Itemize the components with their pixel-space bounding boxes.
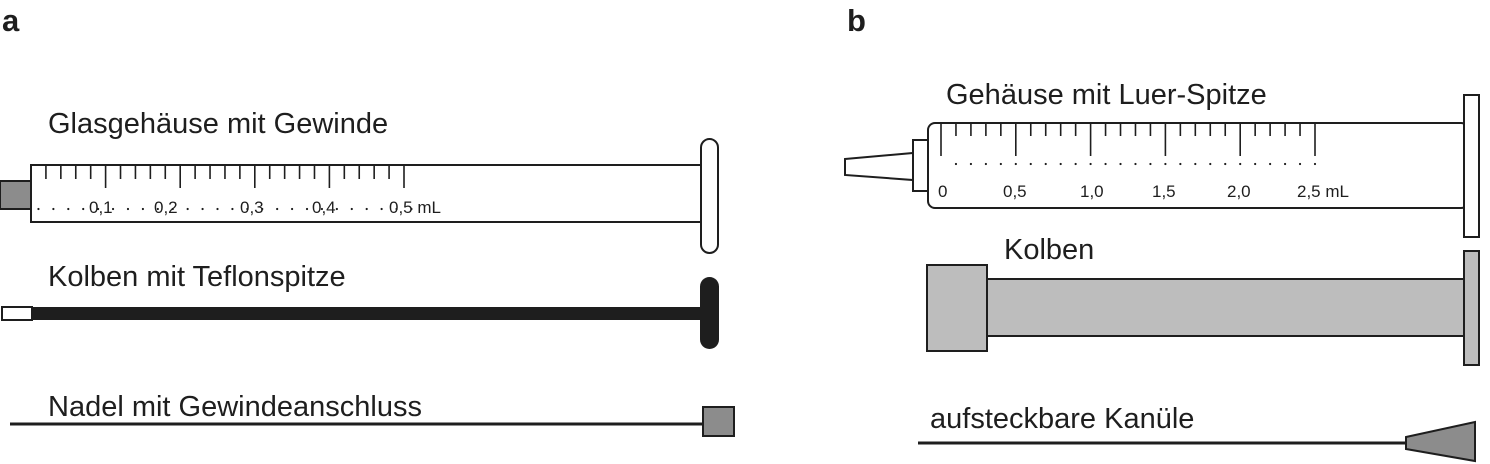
graduation-dots-a [37, 207, 413, 211]
guide-dot-a [350, 207, 353, 211]
luer-barrel-flange [1463, 94, 1480, 238]
guide-dot-a [171, 207, 174, 211]
guide-dot-a [365, 207, 368, 211]
scale-label-b-5: 2,5 mL [1297, 182, 1349, 201]
plunger-b-label: Kolben [1004, 234, 1094, 266]
threaded-needle-label: Nadel mit Gewindeanschluss [48, 391, 422, 423]
guide-dot-b [1029, 162, 1032, 166]
guide-dot-a [186, 207, 189, 211]
guide-dot-b [1239, 162, 1242, 166]
guide-dot-b [1254, 162, 1257, 166]
guide-dot-b [1298, 162, 1302, 166]
cannula-label: aufsteckbare Kanüle [930, 403, 1194, 435]
glass-barrel-label: Glasgehäuse mit Gewinde [48, 108, 388, 140]
guide-dot-a [126, 207, 130, 211]
scale-label-a-4: 0,4 [312, 198, 336, 217]
scale-label-b-1: 0,5 [1003, 182, 1027, 201]
scale-label-a-2: 0,2 [154, 198, 178, 217]
guide-dot-a [52, 207, 55, 211]
plunger-head [700, 277, 719, 349]
guide-dot-a [261, 207, 264, 211]
guide-dot-a [410, 207, 413, 211]
teflon-plunger-label: Kolben mit Teflonspitze [48, 261, 346, 293]
guide-dot-a [97, 207, 100, 211]
teflon-plunger [1, 277, 719, 349]
guide-dot-a [141, 207, 144, 211]
scale-label-b-2: 1,0 [1080, 182, 1104, 201]
guide-dot-b [999, 162, 1002, 166]
threaded-needle [10, 406, 735, 437]
glass-barrel-flange [700, 138, 719, 254]
thread-fitting [702, 406, 735, 437]
luer-hub [912, 139, 929, 192]
panel-b-letter: b [847, 3, 866, 38]
guide-dot-a [305, 207, 309, 211]
guide-dot-b [1313, 162, 1317, 166]
guide-dot-b [1059, 162, 1062, 166]
guide-dot-a [111, 207, 115, 211]
guide-dot-b [969, 162, 973, 166]
thread-connector [0, 180, 32, 210]
guide-dot-b [1074, 162, 1077, 166]
guide-dot-b [1209, 162, 1212, 166]
scale-label-a-1: 0,1 [89, 198, 113, 217]
scale-label-a-3: 0,3 [240, 198, 264, 217]
guide-dot-b [1089, 162, 1092, 166]
graduation-ticks-a [45, 166, 405, 188]
glass-barrel-body [30, 164, 706, 223]
guide-dot-b [1179, 162, 1182, 166]
cannula-hub [1405, 420, 1476, 463]
scale-label-b-3: 1,5 [1152, 182, 1176, 201]
scale-label-a-5: 0,5 mL [389, 198, 441, 217]
plunger-thumb-rest [1463, 250, 1480, 366]
guide-dot-b [1119, 162, 1122, 166]
guide-dot-b [954, 162, 958, 166]
luer-barrel-label: Gehäuse mit Luer-Spitze [946, 79, 1267, 111]
guide-dot-b [1149, 162, 1152, 166]
scale-label-b-4: 2,0 [1227, 182, 1251, 201]
guide-dot-a [67, 207, 70, 211]
plunger-stopper [926, 264, 988, 352]
guide-dot-a [156, 207, 159, 211]
guide-dot-b [1134, 162, 1137, 166]
guide-dot-b [1044, 162, 1047, 166]
guide-dot-a [246, 207, 249, 211]
plunger-rod [32, 307, 704, 320]
teflon-tip [1, 306, 33, 321]
guide-dot-b [1269, 162, 1272, 166]
cannula [918, 420, 1476, 463]
guide-dot-a [291, 207, 294, 211]
guide-dot-b [1283, 162, 1287, 166]
guide-dot-a [320, 207, 324, 211]
guide-dot-a [380, 207, 383, 211]
luer-tip [844, 151, 914, 182]
guide-dot-a [82, 207, 85, 211]
guide-dot-a [201, 207, 204, 211]
guide-dot-a [37, 207, 40, 211]
guide-dot-a [231, 207, 234, 211]
graduation-ticks-b [940, 124, 1316, 156]
scale-label-b-0: 0 [938, 182, 947, 201]
guide-dot-b [1224, 162, 1227, 166]
graduation-dots-b [954, 162, 1317, 166]
guide-dot-a [335, 207, 338, 211]
guide-dot-a [216, 207, 219, 211]
guide-dot-b [1014, 162, 1017, 166]
plunger-b [926, 250, 1480, 366]
glass-barrel: 0,1 0,2 0,3 0,4 0,5 mL [0, 138, 719, 254]
plunger-b-rod [986, 278, 1466, 337]
guide-dot-a [276, 207, 279, 211]
guide-dot-b [1194, 162, 1197, 166]
luer-barrel: 0 0,5 1,0 1,5 2,0 2,5 mL [844, 94, 1480, 238]
guide-dot-b [1104, 162, 1107, 166]
guide-dot-b [984, 162, 987, 166]
guide-dot-a [395, 207, 398, 211]
guide-dot-b [1164, 162, 1167, 166]
panel-a-letter: a [2, 3, 20, 38]
